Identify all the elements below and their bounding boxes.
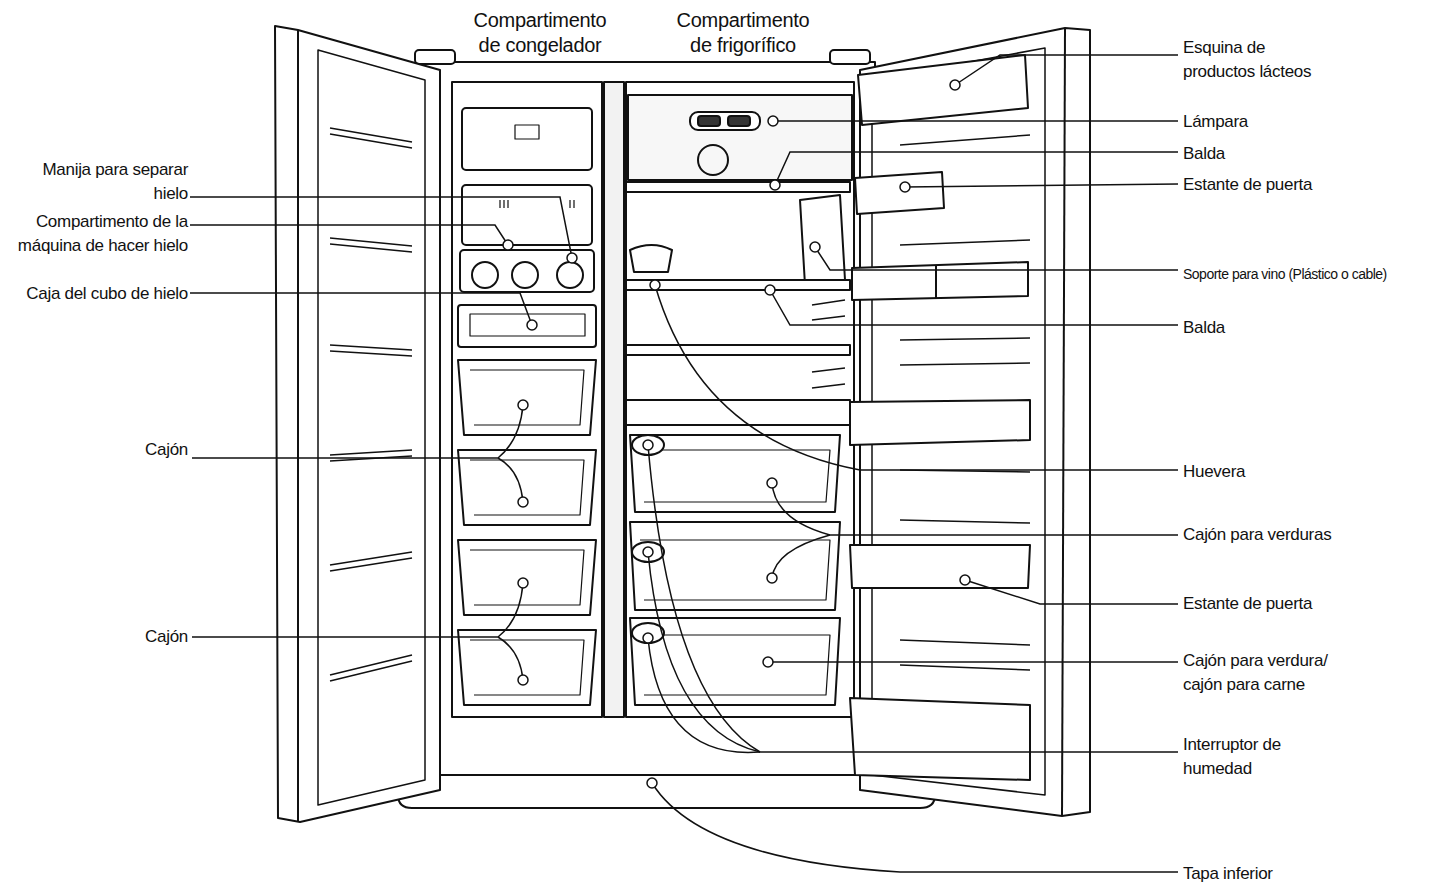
part-label: Esquina de productos lácteos — [1183, 36, 1333, 84]
part-label: Lámpara — [1183, 110, 1383, 134]
part-label: Balda — [1183, 316, 1383, 340]
part-label: Estante de puerta — [1183, 173, 1403, 197]
part-label: Compartimento de frigorífico — [668, 8, 818, 58]
part-label: Estante de puerta — [1183, 592, 1403, 616]
part-label: Compartimento de congelador — [470, 8, 610, 58]
part-label: Cajón — [60, 438, 188, 462]
part-label: Tapa inferior — [1183, 862, 1383, 886]
part-label: Cajón — [60, 625, 188, 649]
part-label: Manija para separar hielo — [40, 158, 188, 206]
part-label: Cajón para verduras — [1183, 523, 1413, 547]
part-label: Interruptor de humedad — [1183, 733, 1313, 781]
part-label: Balda — [1183, 142, 1383, 166]
part-label: Huevera — [1183, 460, 1383, 484]
part-label: Caja del cubo de hielo — [0, 282, 188, 306]
part-label: Soporte para vino (Plástico o cable) — [1183, 262, 1440, 286]
part-label: Compartimento de la máquina de hacer hie… — [10, 210, 188, 258]
part-label: Cajón para verdura/ cajón para carne — [1183, 649, 1348, 697]
